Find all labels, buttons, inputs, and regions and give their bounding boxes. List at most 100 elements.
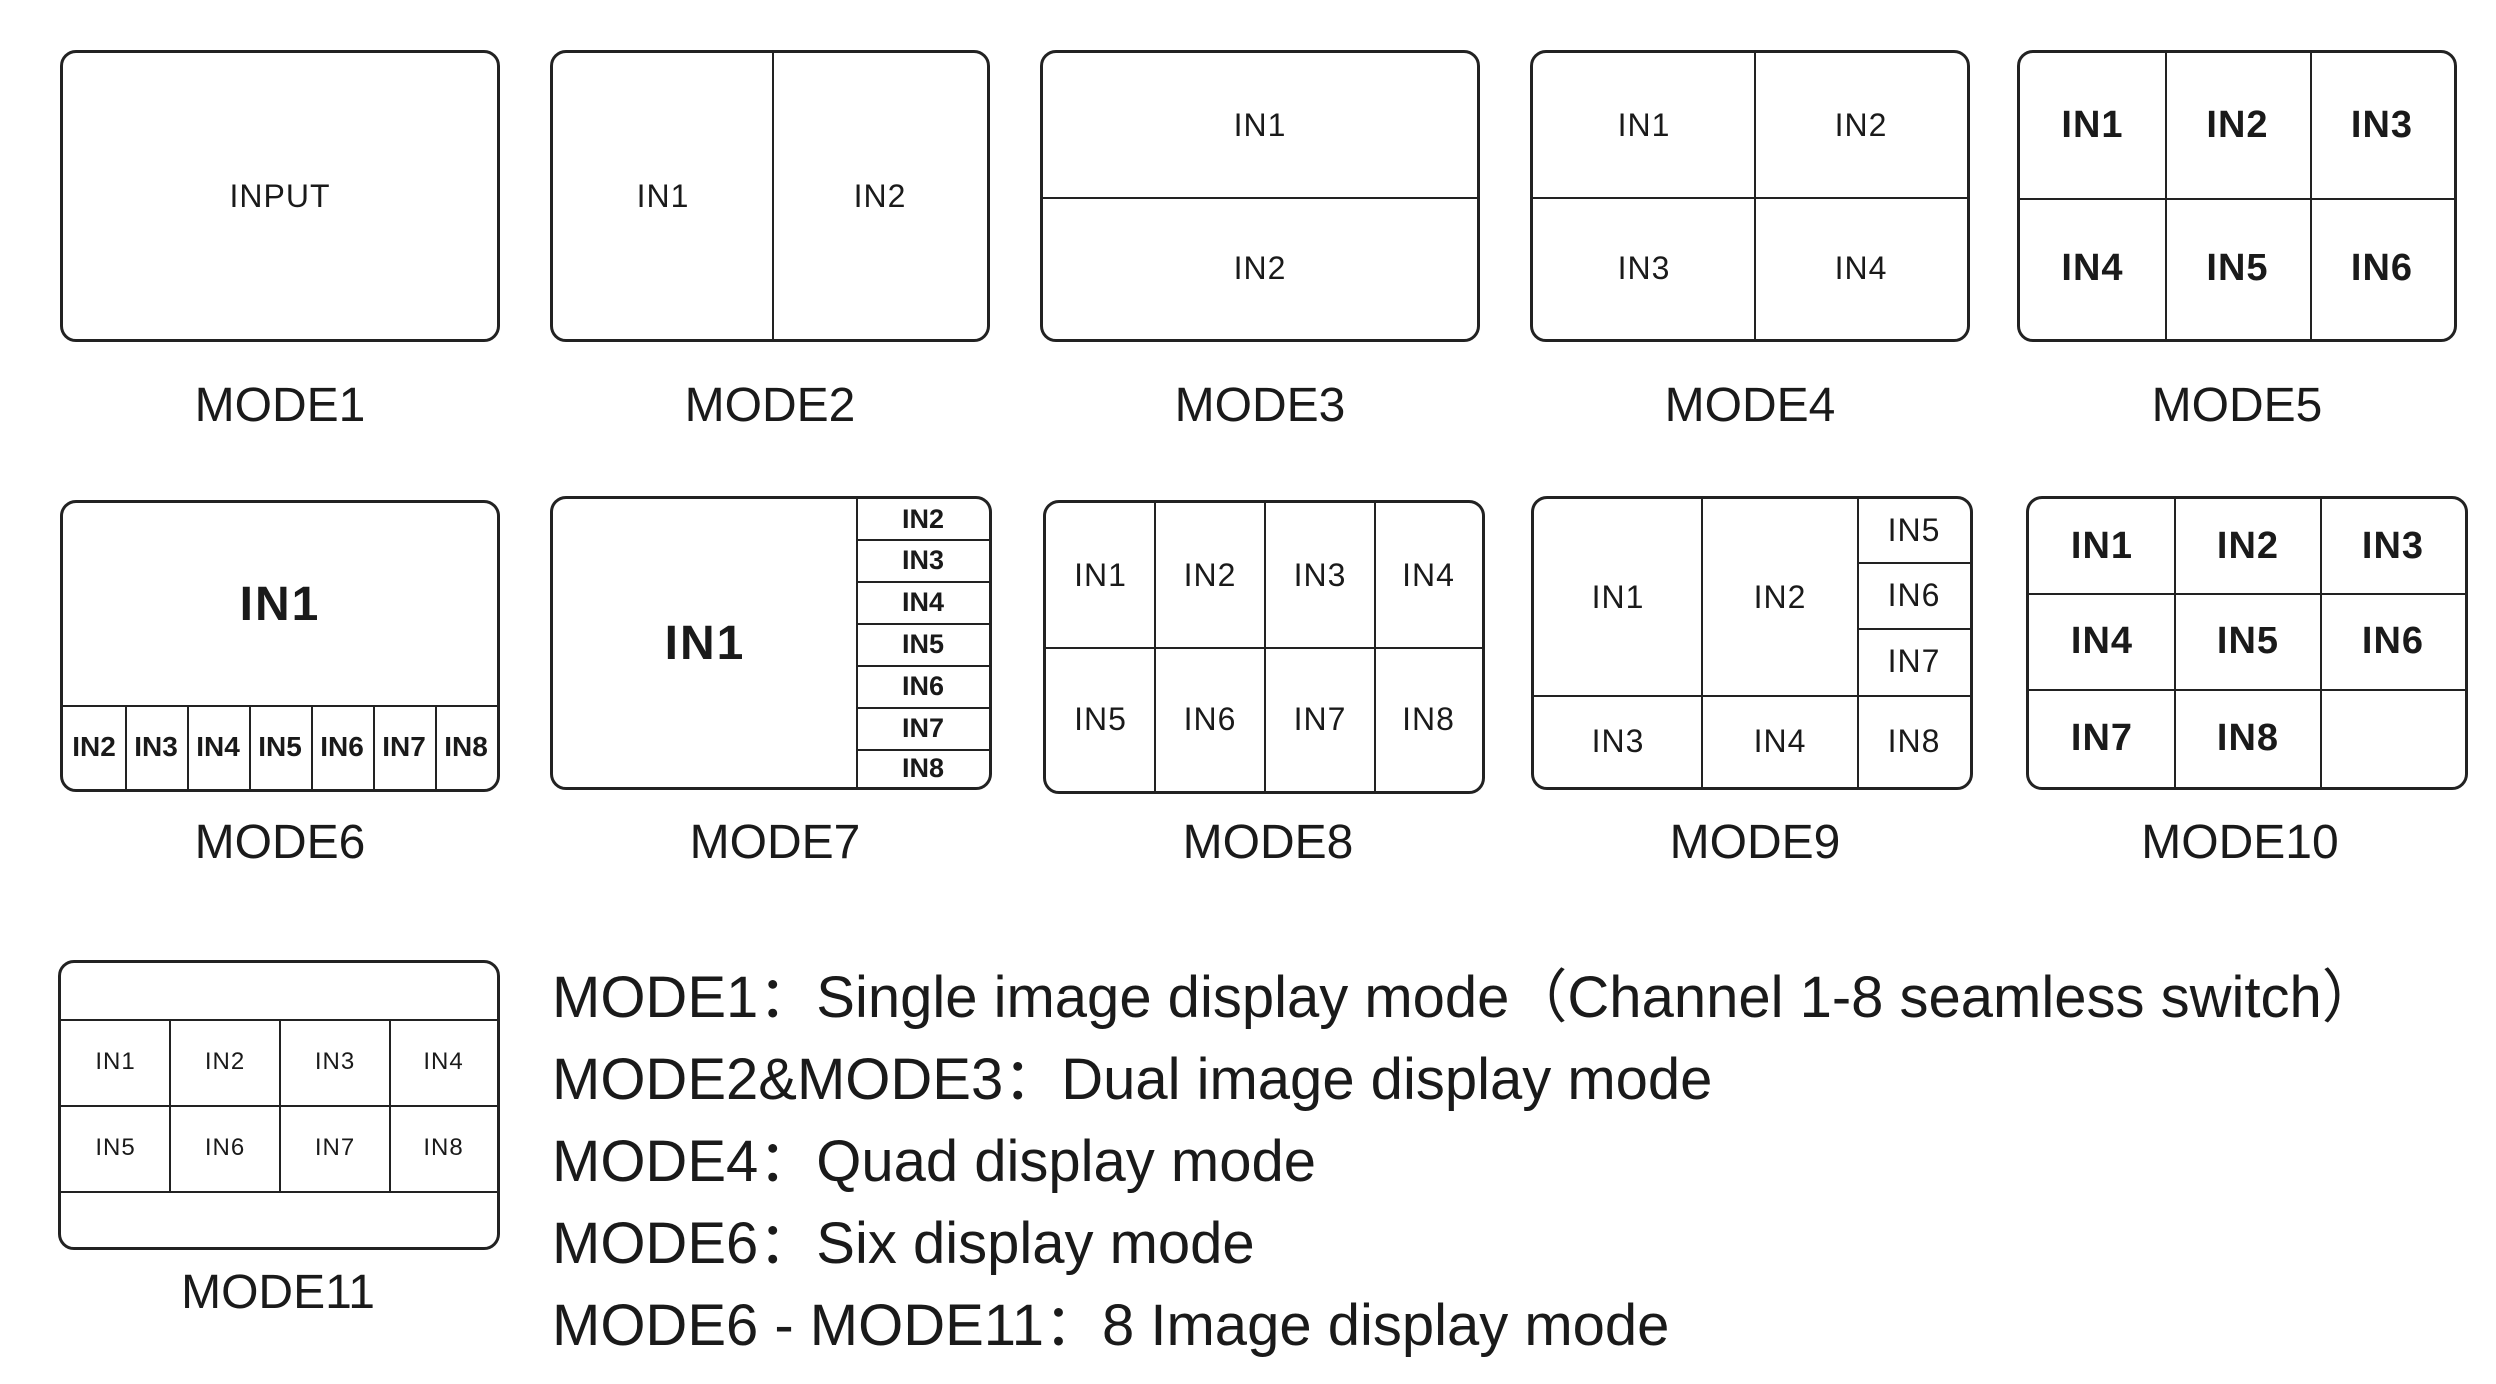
mode9-vdivider-left <box>1701 499 1703 787</box>
mode9-cell-in1: IN1 <box>1591 578 1645 615</box>
mode3-cell-in2: IN2 <box>1233 249 1287 286</box>
mode6-cell-in1: IN1 <box>239 577 321 631</box>
mode4-hdivider <box>1533 197 1967 199</box>
mode9-label: MODE9 <box>1669 816 1841 869</box>
mode5-cell-in1: IN1 <box>2061 104 2124 146</box>
mode3-divider <box>1043 197 1477 199</box>
mode11-cell-in2: IN2 <box>204 1048 246 1075</box>
mode6-hdivider <box>63 705 497 707</box>
mode5-diagram: IN1 IN2 IN3 IN4 IN5 IN6 <box>2017 50 2457 342</box>
mode11-cell-in3: IN3 <box>314 1048 356 1075</box>
mode5-cell-in6: IN6 <box>2350 247 2414 289</box>
mode6-vdivider <box>187 705 189 789</box>
mode7-cell-in4: IN4 <box>901 586 945 617</box>
mode4-cell-in1: IN1 <box>1617 106 1671 143</box>
description-mode6-mode11: MODE6 - MODE11：8 Image display mode <box>552 1293 1670 1358</box>
mode7-cell-in2: IN2 <box>901 503 945 534</box>
mode9-cell-in5: IN5 <box>1887 512 1941 548</box>
mode10-cell-in4: IN4 <box>2070 619 2134 662</box>
mode11-hdivider-bottom <box>61 1191 497 1193</box>
mode10-cell-in2: IN2 <box>2216 524 2280 567</box>
mode8-diagram: IN1 IN2 IN3 IN4 IN5 IN6 IN7 IN8 <box>1043 500 1485 794</box>
mode9-vdivider-right <box>1857 499 1859 787</box>
mode2-cell-in2: IN2 <box>853 177 907 214</box>
mode6-cell-in2: IN2 <box>72 731 116 762</box>
mode5-cell-in3: IN3 <box>2350 104 2414 146</box>
mode7-cell-in6: IN6 <box>901 670 945 701</box>
mode8-cell-in7: IN7 <box>1293 700 1347 737</box>
mode9-hdivider-side <box>1858 695 1970 697</box>
mode6-cell-in3: IN3 <box>134 731 178 762</box>
description-mode1: MODE1：Single image display mode（Channel … <box>552 965 2380 1030</box>
mode4-diagram: IN1 IN2 IN3 IN4 <box>1530 50 1970 342</box>
mode7-cell-in3: IN3 <box>901 544 945 575</box>
mode7-cell-in5: IN5 <box>901 628 945 659</box>
mode6-cell-in8: IN8 <box>444 731 488 762</box>
mode6-cell-in7: IN7 <box>382 731 426 762</box>
mode9-cell-in4: IN4 <box>1753 722 1807 759</box>
mode4-vdivider <box>1754 53 1756 339</box>
mode6-vdivider <box>311 705 313 789</box>
mode10-hdivider <box>2029 689 2465 691</box>
mode11-label: MODE11 <box>181 1266 375 1319</box>
mode8-cell-in8: IN8 <box>1402 700 1455 737</box>
mode4-cell-in3: IN3 <box>1617 249 1671 286</box>
mode6-label: MODE6 <box>194 816 366 869</box>
mode8-cell-in3: IN3 <box>1293 556 1347 593</box>
description-mode4: MODE4：Quad display mode <box>552 1129 1316 1194</box>
mode11-cell-in6: IN6 <box>204 1134 246 1161</box>
mode8-label: MODE8 <box>1182 816 1354 869</box>
mode5-vdivider-2 <box>2310 53 2312 339</box>
mode11-diagram: IN1 IN2 IN3 IN4 IN5 IN6 IN7 IN8 <box>58 960 500 1250</box>
mode1-label: MODE1 <box>194 379 366 432</box>
mode6-vdivider <box>435 705 437 789</box>
mode7-row-divider <box>857 749 989 751</box>
mode7-label: MODE7 <box>689 816 861 869</box>
mode7-row-divider <box>857 707 989 709</box>
mode3-label: MODE3 <box>1174 379 1346 432</box>
mode8-cell-in4: IN4 <box>1402 556 1455 593</box>
mode5-label: MODE5 <box>2151 379 2323 432</box>
mode4-cell-in2: IN2 <box>1834 106 1888 143</box>
mode11-cell-in8: IN8 <box>423 1134 464 1161</box>
mode7-cell-in7: IN7 <box>901 712 945 743</box>
mode1-cell-input: INPUT <box>229 177 331 214</box>
mode8-hdivider <box>1046 647 1482 649</box>
mode6-cell-in4: IN4 <box>196 731 240 762</box>
mode5-cell-in2: IN2 <box>2206 104 2269 146</box>
mode8-cell-in5: IN5 <box>1074 700 1127 737</box>
mode9-diagram: IN1 IN2 IN3 IN4 IN5 IN6 IN7 IN8 <box>1531 496 1973 790</box>
mode9-cell-in2: IN2 <box>1753 578 1807 615</box>
mode7-row-divider <box>857 623 989 625</box>
mode10-cell-in1: IN1 <box>2070 524 2134 567</box>
mode7-row-divider <box>857 665 989 667</box>
mode10-vdivider <box>2320 499 2322 787</box>
mode9-cell-in6: IN6 <box>1887 576 1941 613</box>
mode4-label: MODE4 <box>1664 379 1836 432</box>
mode5-hdivider <box>2020 198 2454 200</box>
description-mode6: MODE6：Six display mode <box>552 1211 1255 1276</box>
mode6-cell-in6: IN6 <box>320 731 364 762</box>
mode5-cell-in4: IN4 <box>2061 247 2124 289</box>
mode7-cell-in8: IN8 <box>901 752 945 783</box>
mode10-label: MODE10 <box>2141 816 2339 869</box>
mode10-diagram: IN1 IN2 IN3 IN4 IN5 IN6 IN7 IN8 <box>2026 496 2468 790</box>
mode11-vdivider <box>169 1019 171 1191</box>
mode11-cell-in7: IN7 <box>314 1134 356 1161</box>
mode6-cell-in5: IN5 <box>258 731 302 762</box>
mode2-divider <box>772 53 774 339</box>
mode11-cell-in5: IN5 <box>95 1134 136 1161</box>
mode7-diagram: IN1 IN2 IN3 IN4 IN5 IN6 IN7 IN8 <box>550 496 992 790</box>
mode10-cell-in7: IN7 <box>2070 716 2134 759</box>
mode2-cell-in1: IN1 <box>636 177 690 214</box>
mode10-vdivider <box>2174 499 2176 787</box>
description-mode2-mode3: MODE2&MODE3：Dual image display mode <box>552 1047 1713 1112</box>
mode8-cell-in2: IN2 <box>1183 556 1237 593</box>
mode6-vdivider <box>125 705 127 789</box>
mode1-diagram: INPUT <box>60 50 500 342</box>
mode5-cell-in5: IN5 <box>2206 247 2269 289</box>
mode10-hdivider <box>2029 593 2465 595</box>
mode4-cell-in4: IN4 <box>1834 249 1888 286</box>
mode7-cell-in1: IN1 <box>664 616 746 670</box>
mode6-vdivider <box>249 705 251 789</box>
